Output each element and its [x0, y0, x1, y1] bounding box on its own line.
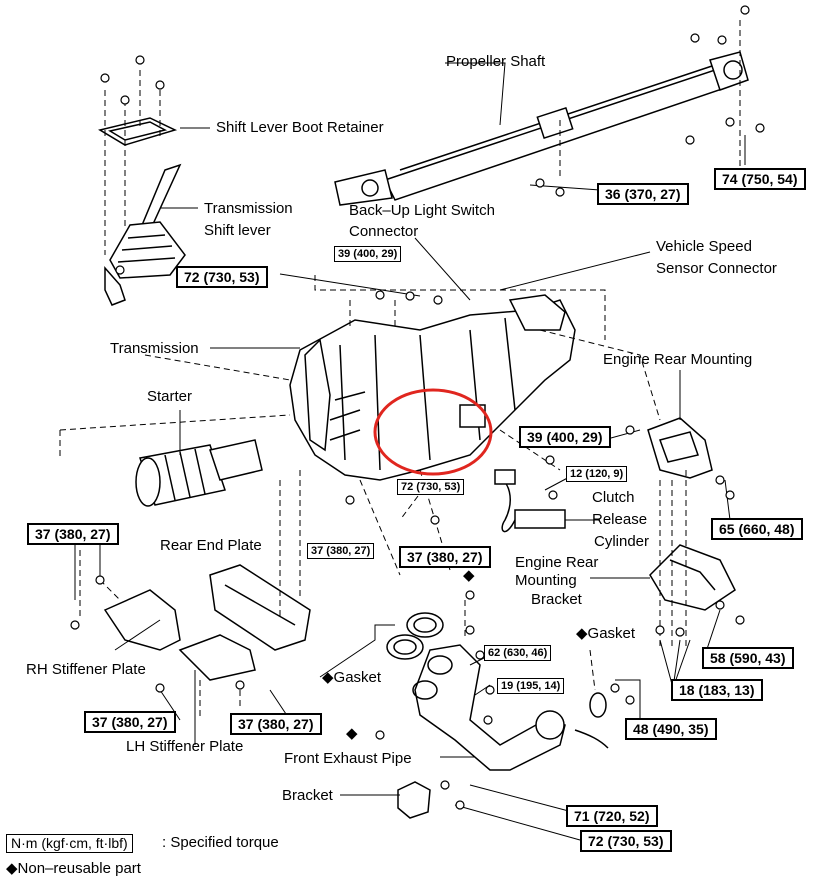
engine-rear-mounting-drawing	[647, 417, 713, 479]
torque-71: 71 (720, 52)	[566, 805, 658, 827]
leader-lines	[74, 62, 746, 841]
label-starter: Starter	[147, 388, 193, 405]
label-backup-line1: Back–Up Light Switch	[349, 202, 495, 219]
clutch-release-cylinder-drawing	[494, 469, 566, 533]
label-gasket-right: ◆Gasket	[576, 625, 636, 642]
torque-72-bracket: 72 (730, 53)	[580, 830, 672, 852]
label-lh-stiffener: LH Stiffener Plate	[126, 738, 244, 755]
label-erm-bracket-line2: Mounting	[515, 572, 577, 589]
torque-58: 58 (590, 43)	[702, 647, 794, 669]
torque-37-center: 37 (380, 27)	[399, 546, 491, 568]
label-propeller-shaft: Propeller Shaft	[446, 53, 546, 70]
rear-end-plate-drawing	[209, 564, 311, 651]
boot-retainer-drawing	[98, 117, 178, 146]
transmission-drawing	[289, 294, 576, 481]
torque-37-lh-left: 37 (380, 27)	[84, 711, 176, 733]
torque-12: 12 (120, 9)	[566, 466, 628, 482]
diamond-marker-2: ◆	[346, 725, 358, 742]
label-rh-stiffener: RH Stiffener Plate	[26, 661, 146, 678]
starter-drawing	[135, 439, 263, 507]
legend-torque-desc: : Specified torque	[162, 834, 279, 851]
torque-39-connector: 39 (400, 29)	[334, 246, 402, 262]
torque-37-lh-right: 37 (380, 27)	[230, 713, 322, 735]
torque-39-mounting: 39 (400, 29)	[519, 426, 611, 448]
label-boot-retainer: Shift Lever Boot Retainer	[216, 119, 384, 136]
front-exhaust-pipe-drawing	[412, 644, 609, 771]
propeller-shaft-drawing	[334, 51, 749, 206]
torque-72-center: 72 (730, 53)	[397, 479, 465, 495]
label-backup-line2: Connector	[349, 223, 419, 240]
torque-48: 48 (490, 35)	[625, 718, 717, 740]
label-cylinder: Cylinder	[594, 533, 650, 550]
engine-rear-mounting-bracket-drawing	[649, 544, 736, 611]
torque-37-rear-end-plate: 37 (380, 27)	[307, 543, 375, 559]
torque-18: 18 (183, 13)	[671, 679, 763, 701]
shift-lever-drawing	[104, 163, 186, 306]
torque-62: 62 (630, 46)	[484, 645, 552, 661]
assembly-lines	[59, 20, 741, 720]
label-vss-line1: Vehicle Speed	[656, 238, 752, 255]
label-shift-lever-line2: Shift lever	[204, 222, 271, 239]
label-release: Release	[592, 511, 648, 528]
torque-19: 19 (195, 14)	[497, 678, 565, 694]
torque-74: 74 (750, 54)	[714, 168, 806, 190]
torque-37-rh: 37 (380, 27)	[27, 523, 119, 545]
bracket-drawing	[397, 781, 431, 819]
rh-stiffener-drawing	[103, 589, 181, 651]
legend-nonreusable: ◆Non–reusable part	[6, 860, 141, 877]
label-clutch: Clutch	[592, 489, 635, 506]
label-engine-rear-mounting: Engine Rear Mounting	[603, 351, 753, 368]
legend-torque-key: N·m (kgf·cm, ft·lbf)	[6, 834, 133, 853]
torque-72-transmission: 72 (730, 53)	[176, 266, 268, 288]
label-rear-end-plate: Rear End Plate	[160, 537, 262, 554]
label-transmission: Transmission	[110, 340, 199, 357]
torque-36: 36 (370, 27)	[597, 183, 689, 205]
label-erm-bracket-line3: Bracket	[531, 591, 582, 608]
bolts	[70, 5, 765, 810]
lh-stiffener-drawing	[178, 634, 256, 681]
label-bracket: Bracket	[282, 787, 333, 804]
label-vss-line2: Sensor Connector	[656, 260, 777, 277]
torque-65: 65 (660, 48)	[711, 518, 803, 540]
highlight-ellipse	[373, 388, 493, 476]
label-gasket-left: ◆Gasket	[322, 669, 382, 686]
label-erm-bracket-line1: Engine Rear	[515, 554, 599, 571]
label-shift-lever-line1: Transmission	[204, 200, 293, 217]
gasket-rings-drawing	[386, 612, 607, 718]
diamond-marker-1: ◆	[463, 567, 475, 584]
label-front-exhaust-pipe: Front Exhaust Pipe	[284, 750, 412, 767]
